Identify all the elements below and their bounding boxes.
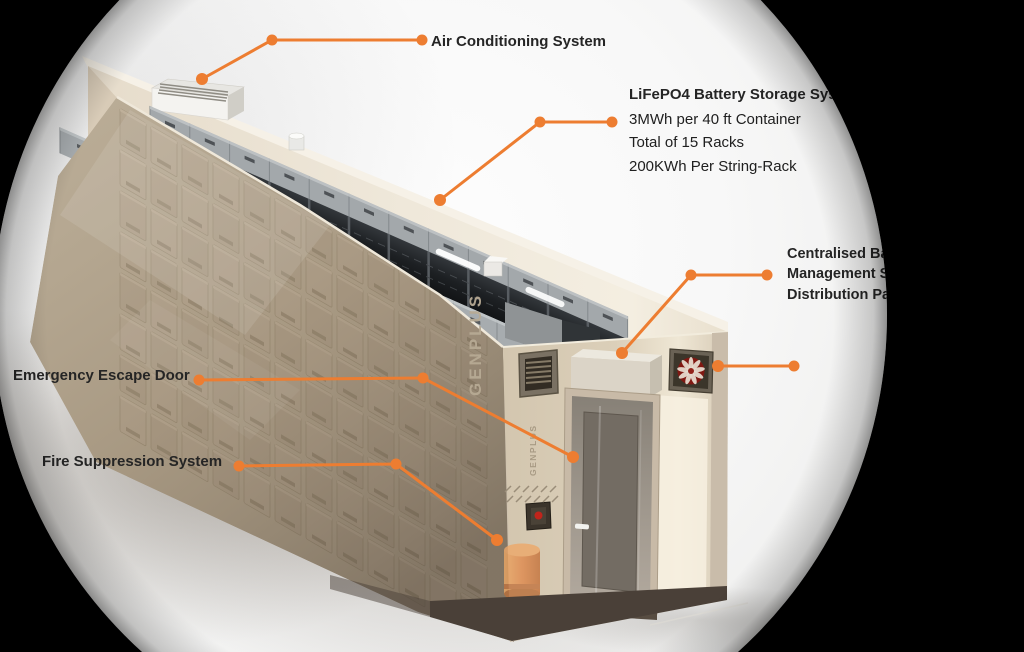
- callout-battery: LiFePO4 Battery Storage System 3MWh per …: [629, 86, 863, 178]
- fire-tank: [504, 543, 540, 600]
- genplus-watermark-small: GENPLUS: [528, 424, 538, 476]
- emergency-stop-box: [525, 501, 552, 531]
- connector-dot: [761, 269, 773, 281]
- escape-door: [562, 387, 661, 620]
- battery-line-3: 200KWh Per String-Rack: [629, 157, 797, 175]
- air-conditioning-label: Air Conditioning System: [431, 33, 607, 50]
- connector-air-conditioning: [196, 34, 428, 85]
- connector-bms: [616, 269, 773, 359]
- connector-dot: [685, 269, 697, 281]
- callout-emergency-door: Emergency Escape Door: [13, 367, 190, 386]
- connector-emergency-door: [193, 372, 579, 463]
- bms-line-1: Centralised Battery: [787, 246, 920, 262]
- connector-dot: [266, 34, 278, 46]
- connector-dot: [606, 116, 618, 128]
- connector-dot: [567, 451, 579, 463]
- callout-fire-suppression: Fire Suppression System: [42, 453, 222, 472]
- genplus-watermark: GENPLUS: [466, 293, 485, 396]
- connector-dot: [616, 347, 628, 359]
- air-conditioner-unit: [151, 78, 245, 121]
- rack-end-face: [505, 302, 562, 356]
- emergency-door-label: Emergency Escape Door: [13, 367, 190, 384]
- ac-grille: [157, 83, 229, 102]
- connector-dot: [417, 372, 429, 384]
- battery-line-2: Total of 15 Racks: [629, 134, 745, 152]
- wall-hatch-marks: [504, 485, 559, 503]
- bms-cabinet: [571, 349, 662, 397]
- connector-dot: [193, 374, 205, 386]
- connector-dot: [534, 116, 546, 128]
- battery-line-1: 3MWh per 40 ft Container: [629, 110, 801, 128]
- wall-right-shade: [710, 332, 728, 600]
- rack-fittings: [288, 132, 565, 308]
- connector-dot: [712, 360, 724, 372]
- bms-line-2: Management System & DC: [787, 266, 971, 283]
- battery-title: LiFePO4 Battery Storage System: [629, 86, 864, 103]
- ground-seam: [649, 602, 749, 626]
- connector-dot: [491, 534, 503, 546]
- connector-dot: [390, 458, 402, 470]
- louver-vent: [518, 349, 559, 398]
- bms-line-3: Distribution Panel: [787, 286, 912, 303]
- exhaust-fan: [668, 348, 714, 394]
- connector-dot: [416, 34, 428, 46]
- door-handle: [574, 523, 589, 530]
- connector-dot: [434, 194, 446, 206]
- container-base-left: [330, 575, 430, 617]
- connector-dot: [788, 360, 800, 372]
- fire-suppression-label: Fire Suppression System: [42, 453, 223, 470]
- callout-air-conditioning: Air Conditioning System: [431, 33, 606, 52]
- end-wall: GENPLUS: [502, 331, 729, 641]
- lit-wall-strip: [652, 395, 708, 602]
- glass-side-wall: GENPLUS: [30, 95, 514, 642]
- connector-dot: [233, 460, 245, 472]
- callout-bms: Centralised Battery Management System & …: [787, 244, 971, 305]
- connector-battery: [434, 116, 618, 206]
- connector-fire-suppression: [233, 458, 503, 546]
- connector-fan: [712, 360, 800, 372]
- connector-dot: [196, 73, 208, 85]
- container-base: [430, 586, 727, 641]
